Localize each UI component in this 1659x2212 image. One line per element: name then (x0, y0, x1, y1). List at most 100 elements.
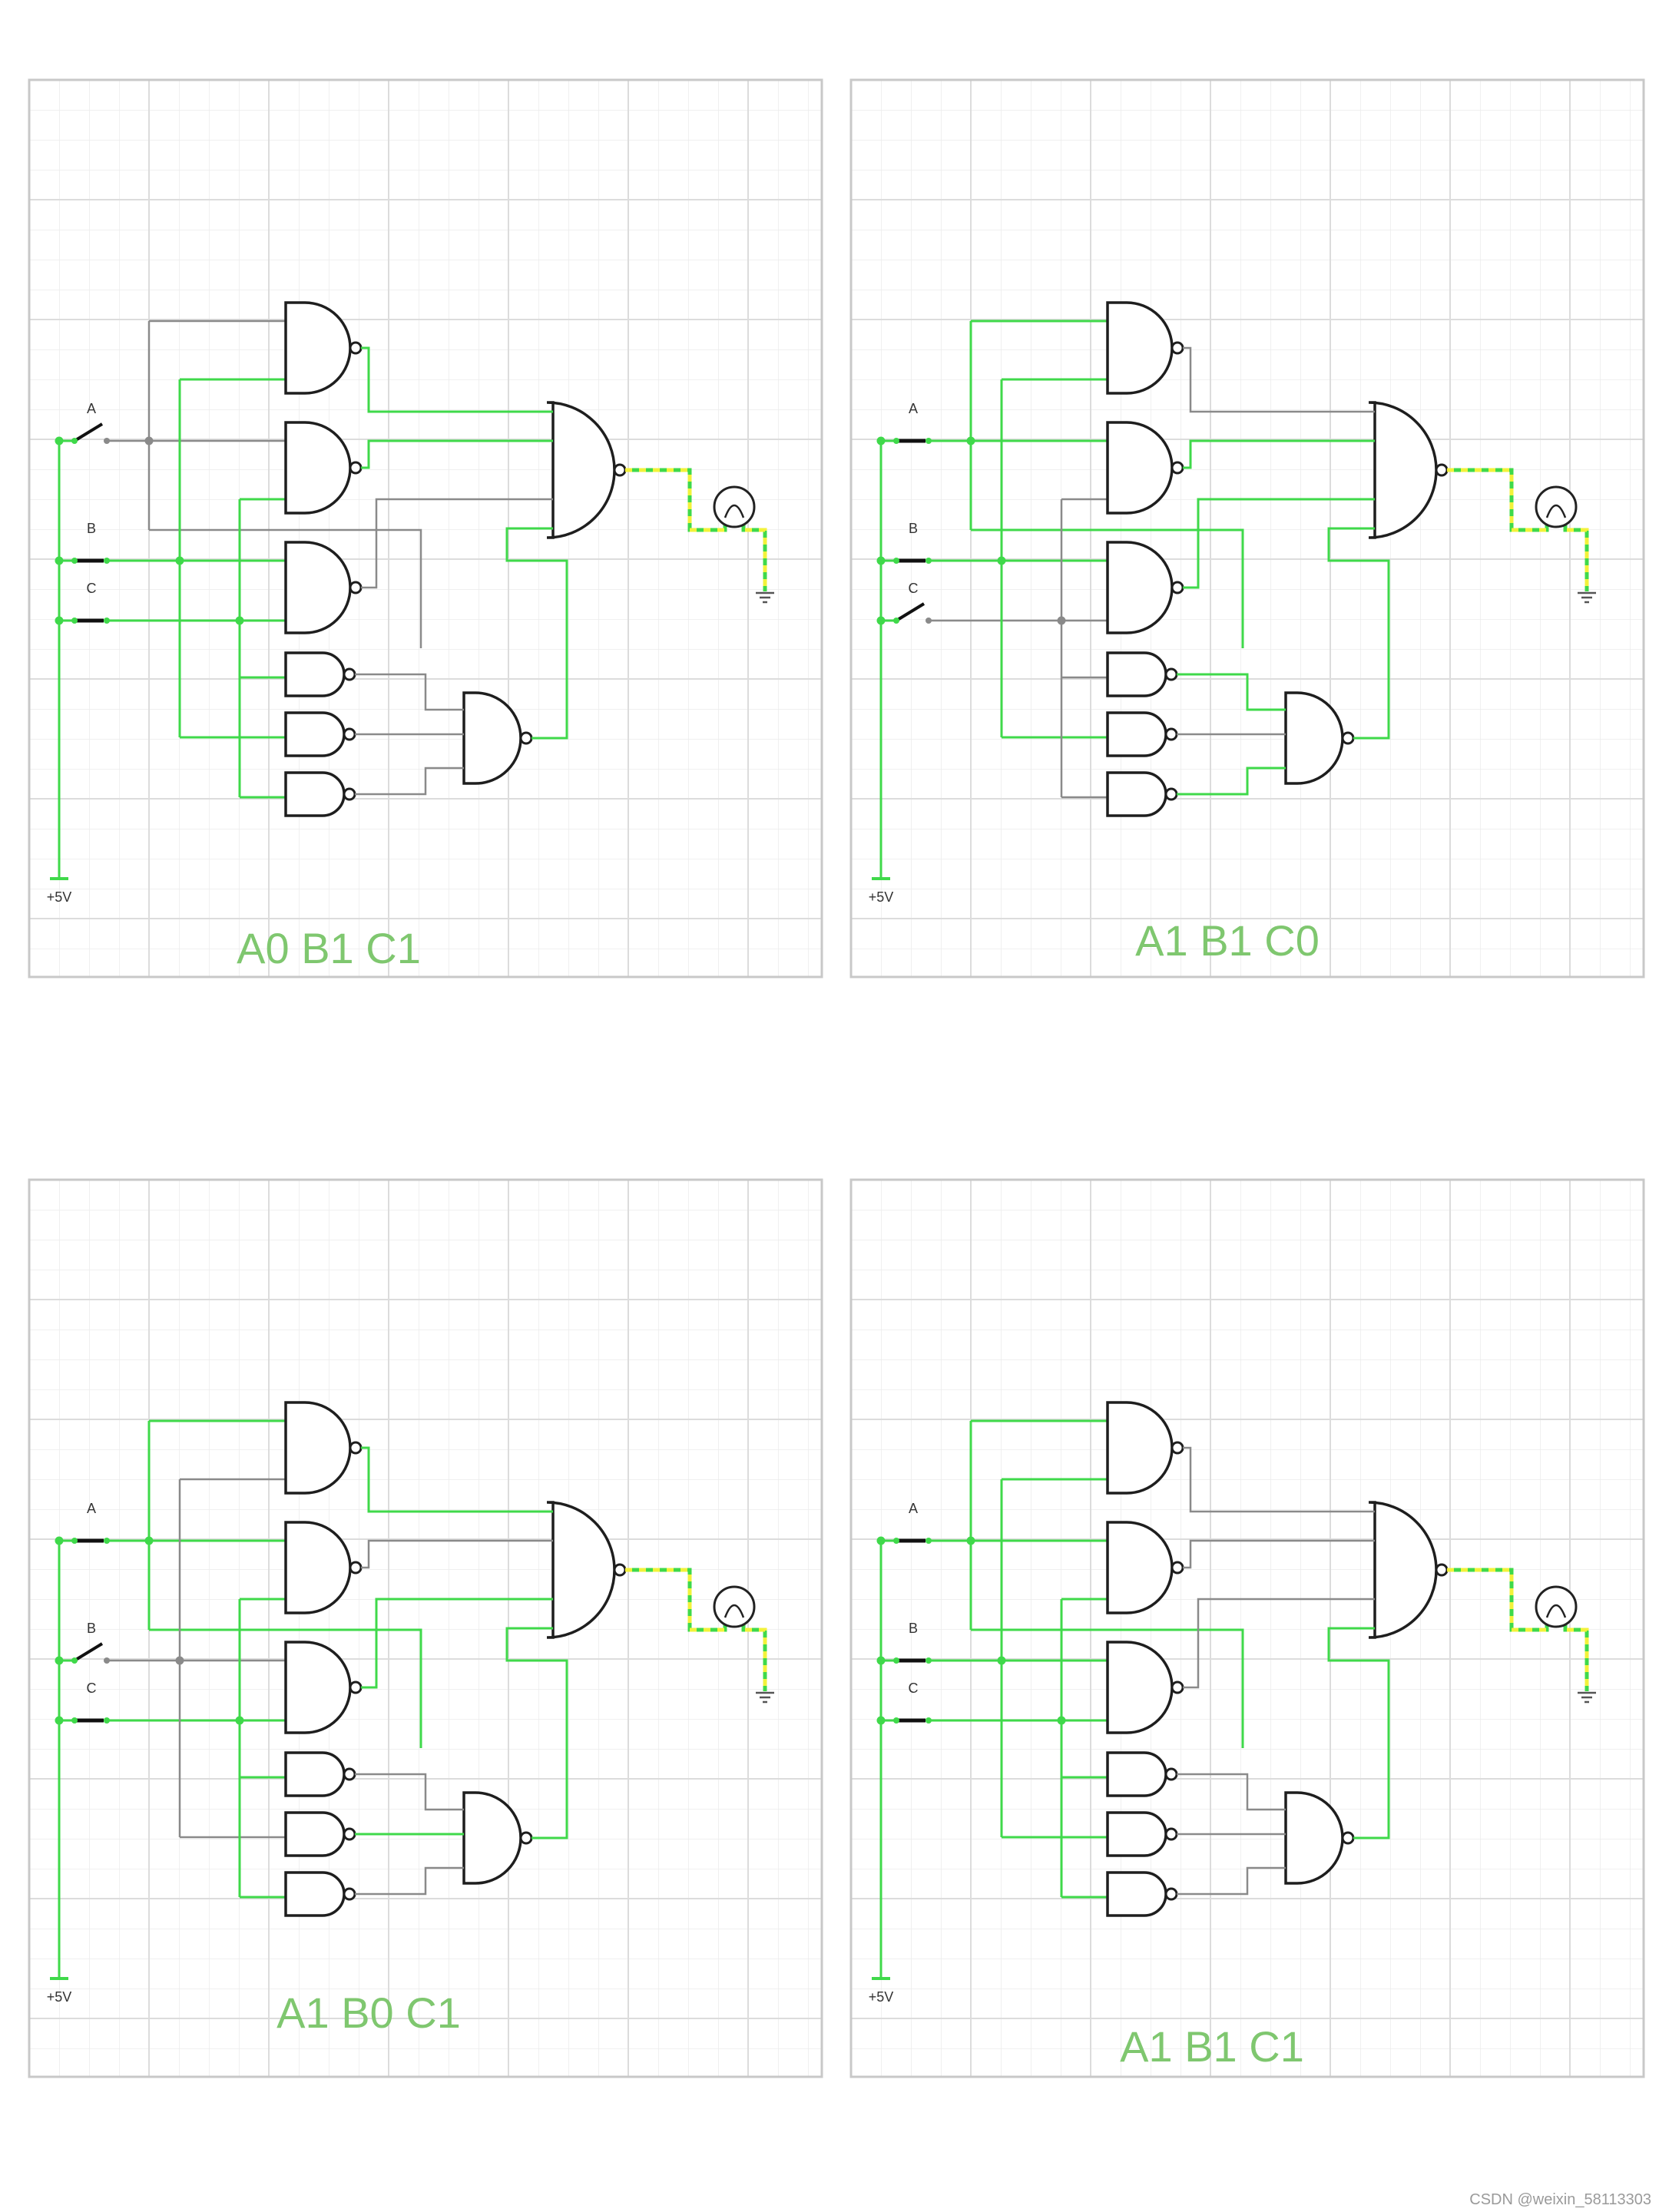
nand-gate-icon (284, 1521, 363, 1614)
panel-caption: A1 B0 C1 (276, 1988, 461, 2037)
nand-gate-icon (462, 1791, 533, 1885)
wire (1183, 1539, 1375, 1569)
wire (505, 1627, 568, 1839)
lamp-icon (713, 1585, 756, 1628)
input-label-a: A (909, 1501, 918, 1516)
junction-dot (55, 1536, 64, 1545)
switch-icon (71, 618, 110, 624)
wire (1177, 1773, 1286, 1811)
wire (355, 673, 464, 711)
panel-frame (28, 78, 823, 979)
nand-gate-icon (284, 421, 363, 515)
lamp-icon (1535, 1585, 1578, 1628)
output-wire-current (1447, 1568, 1589, 1691)
circuit-panel-a1-b1-c1: +5V A B C A1 B1 C1 (849, 1178, 1645, 2078)
wire (361, 1539, 553, 1569)
input-label-a: A (87, 401, 96, 416)
switch-icon (893, 438, 932, 444)
wire (361, 498, 553, 589)
wire (361, 1598, 553, 1689)
wire (1183, 498, 1375, 589)
junction-dot (876, 556, 886, 565)
nand-gate-icon (1106, 421, 1184, 515)
nand-gate-icon (284, 1401, 363, 1495)
switch-icon (893, 1538, 932, 1544)
wire (361, 439, 553, 469)
junction-dot (876, 1656, 886, 1665)
input-label-a: A (87, 1501, 96, 1516)
nand-gate-icon (546, 401, 627, 539)
input-label-b: B (909, 1621, 918, 1636)
nand-gate-icon (284, 1751, 356, 1797)
nand-gate-icon (1106, 1521, 1184, 1614)
nand-gate-icon (462, 691, 533, 785)
supply-label: +5V (47, 1989, 72, 2005)
nand-gate-icon (1106, 1871, 1178, 1917)
output-wire-current (625, 1568, 767, 1691)
junction-dot (55, 436, 64, 445)
switch-icon (71, 1642, 110, 1664)
wire (1177, 673, 1286, 711)
input-label-c: C (87, 581, 97, 596)
supply-label: +5V (47, 889, 72, 905)
panel-frame (849, 1178, 1645, 2078)
wire (1177, 767, 1286, 796)
nand-gate-icon (284, 771, 356, 817)
nand-gate-icon (284, 301, 363, 395)
wire (1327, 527, 1390, 740)
junction-dot (55, 616, 64, 625)
panel-frame (849, 78, 1645, 979)
nand-gate-icon (284, 1871, 356, 1917)
lamp-icon (1535, 485, 1578, 528)
ground-icon (756, 591, 774, 604)
nand-gate-icon (1368, 401, 1449, 539)
panel-frame (28, 1178, 823, 2078)
nand-gate-icon (1106, 1751, 1178, 1797)
wire (361, 346, 553, 413)
wire (361, 1446, 553, 1513)
junction-dot (876, 436, 886, 445)
switch-icon (893, 558, 932, 564)
junction-dot (55, 1716, 64, 1725)
input-label-b: B (87, 1621, 96, 1636)
watermark: CSDN @weixin_58113303 (1469, 2191, 1651, 2208)
switch-icon (893, 1717, 932, 1724)
nand-gate-icon (1106, 1811, 1178, 1857)
lamp-icon (713, 485, 756, 528)
wire (355, 767, 464, 796)
nand-gate-icon (284, 651, 356, 697)
nand-gate-icon (284, 1811, 356, 1857)
wire (1183, 439, 1375, 469)
circuit-panel-a0-b1-c1: +5V A B C A0 B1 C1 (28, 78, 823, 979)
nand-gate-icon (1106, 651, 1178, 697)
input-label-c: C (909, 581, 919, 596)
input-label-b: B (87, 521, 96, 536)
circuit-panel-a1-b0-c1: +5V A B C A1 B0 C1 (28, 1178, 823, 2078)
nand-gate-icon (1284, 1791, 1355, 1885)
junction-dot (876, 1536, 886, 1545)
supply-label: +5V (869, 889, 894, 905)
nand-gate-icon (1368, 1501, 1449, 1639)
junction-dot (876, 616, 886, 625)
ground-icon (1578, 1691, 1596, 1704)
wire (1183, 1598, 1375, 1689)
wire (505, 527, 568, 740)
nand-gate-icon (546, 1501, 627, 1639)
ground-icon (1578, 591, 1596, 604)
panel-caption: A0 B1 C1 (237, 924, 421, 972)
junction-dot (55, 556, 64, 565)
input-label-c: C (909, 1681, 919, 1696)
input-label-b: B (909, 521, 918, 536)
input-label-c: C (87, 1681, 97, 1696)
supply-label: +5V (869, 1989, 894, 2005)
panel-caption: A1 B1 C1 (1120, 2022, 1304, 2071)
wire (1327, 1627, 1390, 1839)
ground-icon (756, 1691, 774, 1704)
wire (1183, 346, 1375, 413)
nand-gate-icon (284, 1641, 363, 1734)
wire (355, 1773, 464, 1811)
junction-dot (876, 1716, 886, 1725)
output-wire-current (625, 468, 767, 591)
